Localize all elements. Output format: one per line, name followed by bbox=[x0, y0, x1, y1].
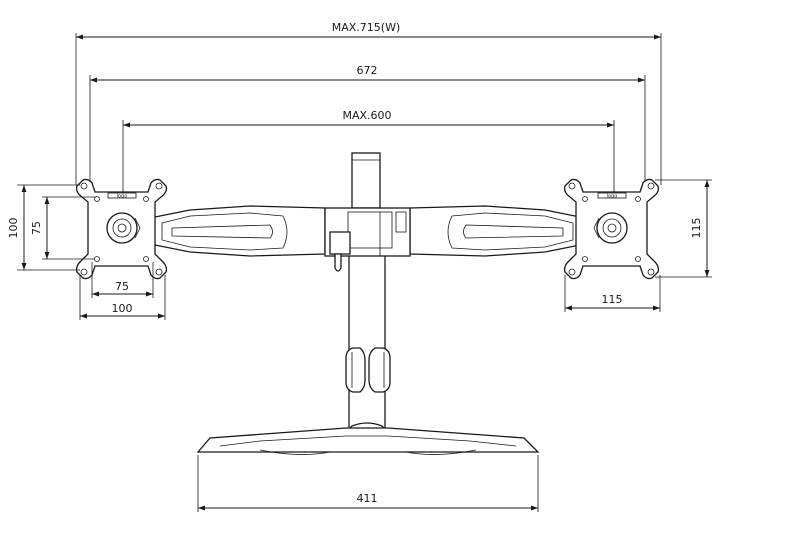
dim-max-screen-span-label: MAX.600 bbox=[342, 109, 391, 122]
dim-arm-span: 672 bbox=[89, 64, 646, 185]
left-arm bbox=[149, 205, 326, 257]
height-collar bbox=[345, 347, 391, 393]
dim-overall-width-label: MAX.715(W) bbox=[332, 21, 401, 34]
right-vesa-plate: logo bbox=[563, 178, 660, 280]
dim-base-width: 411 bbox=[197, 455, 539, 512]
dim-right-plate-width: 115 bbox=[564, 275, 661, 312]
dim-right-plate-width-label: 115 bbox=[602, 293, 623, 306]
left-plate-logo: logo bbox=[117, 194, 128, 200]
right-plate-logo: logo bbox=[607, 194, 618, 200]
dim-left-plate-height-outer: 100 bbox=[7, 184, 80, 271]
stand-base bbox=[196, 422, 540, 455]
dim-left-plate-width-inner-label: 75 bbox=[115, 280, 129, 293]
dim-right-plate-height-label: 115 bbox=[690, 218, 703, 239]
dim-left-plate-height-outer-label: 100 bbox=[7, 218, 20, 239]
dim-left-plate-width-outer-label: 100 bbox=[112, 302, 133, 315]
left-vesa-plate: logo bbox=[75, 178, 168, 280]
dim-left-plate-width-outer: 100 bbox=[79, 275, 166, 320]
dim-base-width-label: 411 bbox=[357, 492, 378, 505]
dim-right-plate-height: 115 bbox=[655, 179, 712, 278]
center-clamp bbox=[324, 207, 411, 272]
dim-left-plate-width-inner: 75 bbox=[91, 262, 154, 298]
dim-left-plate-height-inner-label: 75 bbox=[30, 221, 43, 235]
dim-max-screen-span: MAX.600 bbox=[122, 109, 615, 200]
dim-overall-width: MAX.715(W) bbox=[75, 21, 662, 185]
dim-arm-span-label: 672 bbox=[357, 64, 378, 77]
right-arm bbox=[409, 205, 586, 257]
dim-left-plate-height-inner: 75 bbox=[30, 196, 95, 260]
